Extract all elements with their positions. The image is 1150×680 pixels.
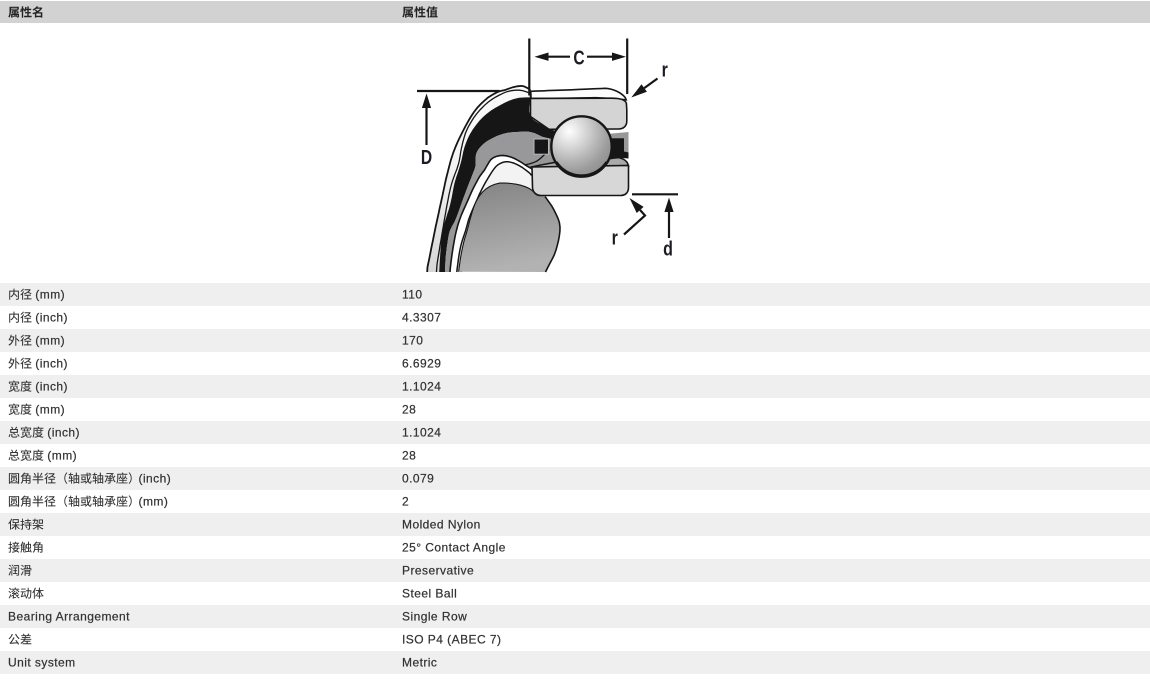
- svg-text:(inch): (inch): [35, 311, 68, 325]
- svg-text:Preservative: Preservative: [402, 564, 474, 578]
- svg-text:Unit system: Unit system: [8, 656, 76, 670]
- svg-text:110: 110: [402, 288, 422, 302]
- svg-text:6.6929: 6.6929: [402, 357, 441, 371]
- svg-text:Steel Ball: Steel Ball: [402, 587, 457, 601]
- svg-text:0.079: 0.079: [402, 472, 434, 486]
- svg-text:C: C: [573, 47, 584, 69]
- svg-text:1.1024: 1.1024: [402, 426, 441, 440]
- svg-text:(mm): (mm): [139, 495, 169, 509]
- svg-text:(mm): (mm): [35, 403, 65, 417]
- svg-text:(inch): (inch): [35, 357, 68, 371]
- svg-text:(mm): (mm): [47, 449, 77, 463]
- svg-text:Single Row: Single Row: [402, 610, 467, 624]
- svg-text:2: 2: [402, 495, 409, 509]
- svg-text:Bearing Arrangement: Bearing Arrangement: [8, 610, 130, 624]
- svg-text:r: r: [612, 227, 618, 249]
- svg-text:r: r: [662, 59, 668, 81]
- svg-text:1.1024: 1.1024: [402, 380, 441, 394]
- svg-text:ISO P4 (ABEC 7): ISO P4 (ABEC 7): [402, 633, 501, 647]
- svg-text:25° Contact Angle: 25° Contact Angle: [402, 541, 506, 555]
- svg-text:(inch): (inch): [47, 426, 80, 440]
- svg-text:(inch): (inch): [139, 472, 172, 486]
- svg-text:D: D: [421, 146, 432, 168]
- svg-text:4.3307: 4.3307: [402, 311, 441, 325]
- svg-text:(inch): (inch): [35, 380, 68, 394]
- svg-text:28: 28: [402, 403, 416, 417]
- svg-text:170: 170: [402, 334, 423, 348]
- svg-text:d: d: [663, 238, 673, 260]
- svg-text:28: 28: [402, 449, 416, 463]
- svg-text:Metric: Metric: [402, 656, 437, 670]
- svg-text:(mm): (mm): [35, 334, 65, 348]
- svg-text:(mm): (mm): [35, 288, 65, 302]
- svg-text:Molded Nylon: Molded Nylon: [402, 518, 481, 532]
